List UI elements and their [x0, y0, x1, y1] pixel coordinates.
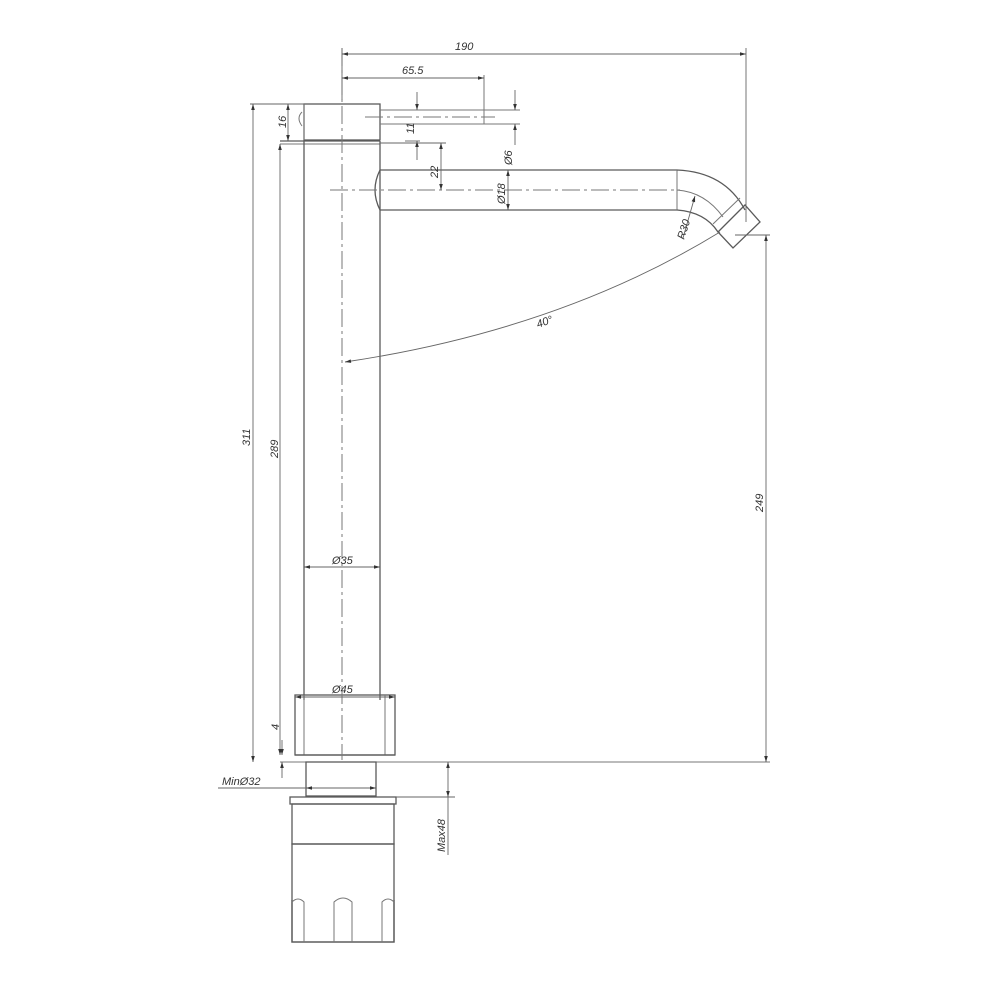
svg-text:Ø6: Ø6: [503, 149, 515, 166]
dimension-spout-clearance: 249: [735, 234, 770, 762]
svg-text:249: 249: [754, 494, 766, 513]
svg-text:MinØ32: MinØ32: [222, 776, 261, 788]
spout: [330, 169, 761, 249]
dimension-body-diameter: Ø35: [304, 555, 380, 569]
svg-text:Ø35: Ø35: [331, 555, 354, 567]
dimension-handle-reach: 65.5: [342, 65, 484, 80]
dimension-handle-offset: 11: [405, 92, 420, 160]
dimension-handle-diameter: Ø6: [503, 90, 517, 166]
mounting-shank: [289, 761, 397, 943]
svg-text:4: 4: [270, 724, 282, 730]
dimension-spout-offset: 22: [380, 142, 446, 190]
svg-text:311: 311: [241, 428, 253, 446]
dimension-spout-diameter: Ø18: [496, 170, 510, 210]
svg-text:Max48: Max48: [436, 818, 448, 852]
faucet-body: [280, 103, 770, 763]
svg-text:Ø45: Ø45: [331, 684, 354, 696]
svg-text:Ø18: Ø18: [496, 182, 508, 205]
dimension-body-height: 289: [269, 144, 282, 755]
handle-lever: [365, 75, 520, 125]
dimension-total-reach: 190: [341, 41, 747, 222]
svg-text:289: 289: [269, 440, 281, 459]
svg-text:190: 190: [455, 41, 474, 53]
svg-text:40°: 40°: [535, 314, 555, 331]
dimension-total-height: 311: [241, 104, 255, 762]
dimension-cap-height: 16: [250, 103, 304, 141]
svg-text:11: 11: [405, 123, 417, 134]
svg-text:16: 16: [277, 115, 289, 128]
svg-text:65.5: 65.5: [402, 65, 424, 77]
dimension-max-deck: Max48: [396, 762, 455, 855]
dimension-min-hole: MinØ32: [218, 776, 376, 790]
svg-text:22: 22: [429, 166, 441, 179]
svg-text:R30: R30: [675, 217, 693, 241]
dimension-bend-radius: R30: [675, 195, 696, 241]
dimension-swivel-angle: 40°: [344, 231, 721, 363]
dimension-base-diameter: Ø45: [295, 684, 395, 699]
dimension-base-height: 4: [270, 724, 284, 778]
